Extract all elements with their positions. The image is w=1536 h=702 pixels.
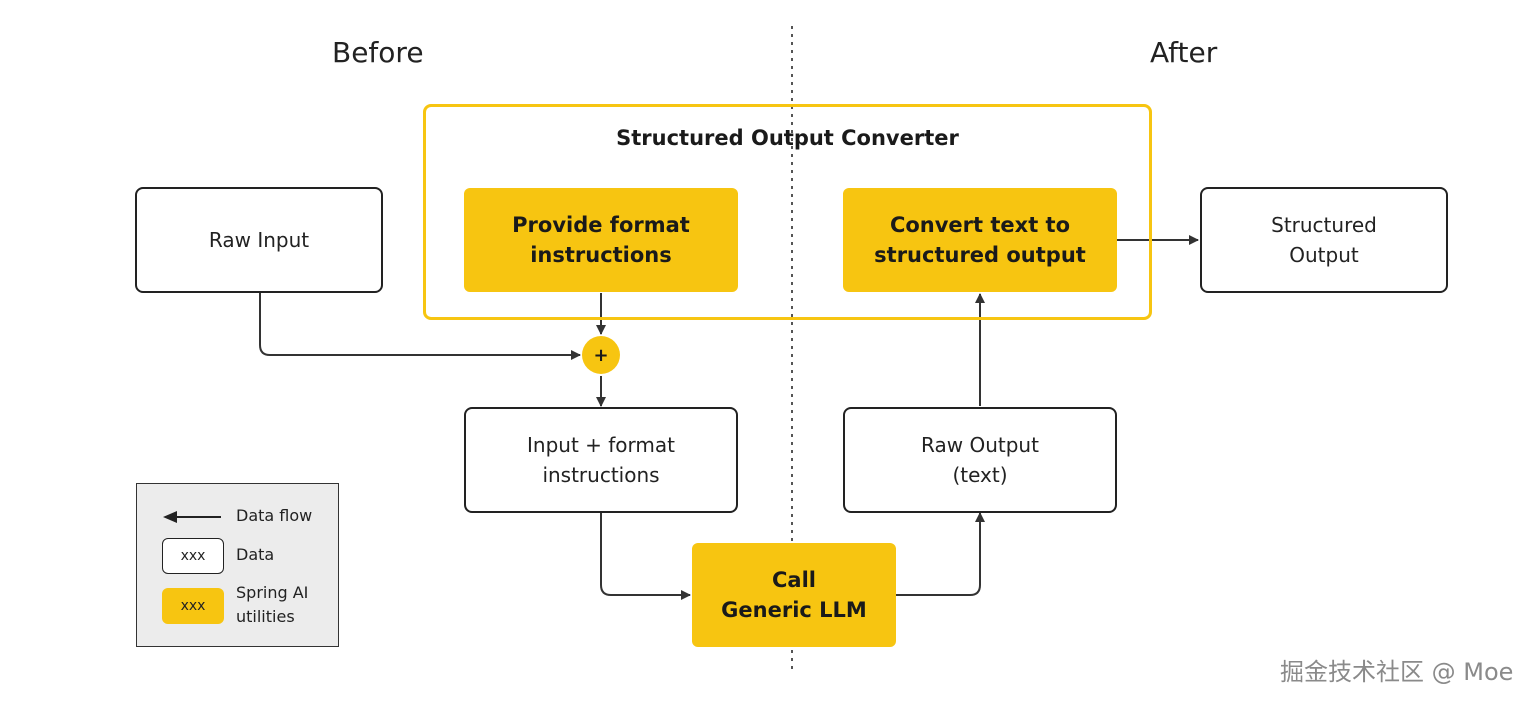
call-generic-llm: Call Generic LLM <box>692 543 896 647</box>
legend-utilities-label: Spring AI utilities <box>236 583 309 626</box>
arrow-rawinput-to-plus <box>259 293 581 360</box>
arrow-llm-to-rawoutput <box>896 512 985 596</box>
legend-data-swatch: xxx <box>162 538 224 574</box>
arrow-input-to-llm <box>600 513 691 600</box>
before-label: Before <box>332 36 424 69</box>
after-label: After <box>1150 36 1218 69</box>
input-format-instructions-node: Input + format instructions <box>464 407 738 513</box>
structured-output-converter <box>423 104 1152 320</box>
provide-format-instructions: Provide format instructions <box>464 188 738 292</box>
legend-utilities-swatch: xxx <box>162 588 224 624</box>
legend-data-label: Data <box>236 545 275 564</box>
legend-data-flow-label: Data flow <box>236 506 313 525</box>
raw-output-node: Raw Output (text) <box>843 407 1117 513</box>
combine-plus-node: + <box>582 336 620 374</box>
legend-arrow-icon <box>163 511 221 523</box>
raw-input-node: Raw Input <box>135 187 383 293</box>
convert-text-to-structured-output: Convert text to structured output <box>843 188 1117 292</box>
structured-output-node: Structured Output <box>1200 187 1448 293</box>
watermark: 掘金技术社区 @ Moe <box>1280 658 1514 686</box>
converter-title: Structured Output Converter <box>616 126 959 150</box>
legend: Data flow xxx Data xxx Spring AI utiliti… <box>136 483 339 647</box>
